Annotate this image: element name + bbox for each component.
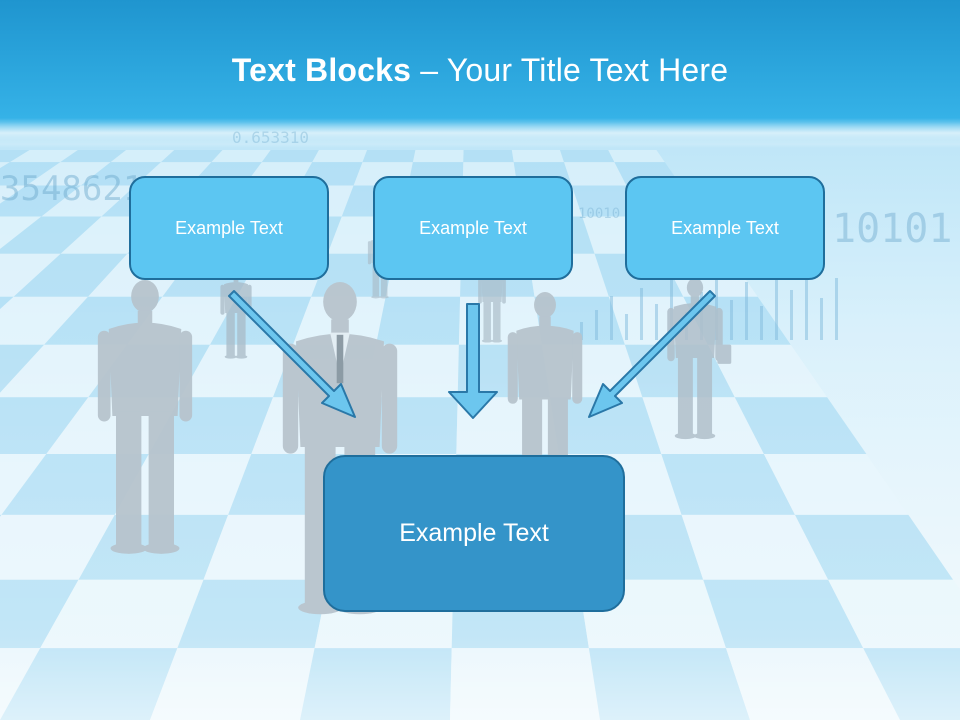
- text-block-2-label: Example Text: [419, 217, 527, 238]
- bg-bar: [775, 274, 778, 340]
- floor-tile: [560, 150, 615, 163]
- bg-bar: [640, 288, 643, 340]
- floor-tile: [110, 150, 175, 163]
- floor-tile: [571, 185, 643, 217]
- floor-tile: [211, 150, 271, 163]
- bg-bar: [805, 260, 808, 340]
- bg-bar: [580, 322, 583, 340]
- floor-tile: [0, 185, 81, 217]
- floor-tile: [0, 216, 42, 249]
- slide-title: Text Blocks – Your Title Text Here: [0, 52, 960, 89]
- floor-tile: [26, 162, 111, 186]
- floor-tile: [261, 150, 319, 163]
- bg-bar: [655, 304, 658, 340]
- floor-tile: [60, 150, 127, 163]
- floor-tile: [362, 150, 416, 163]
- floor-tile: [13, 253, 128, 297]
- floor-tile: [0, 216, 102, 254]
- bg-bar: [730, 300, 733, 340]
- text-block-1[interactable]: Example Text: [129, 176, 329, 280]
- floor-tile: [564, 162, 627, 186]
- bg-binary-text-small: 10010: [578, 206, 620, 222]
- text-block-2[interactable]: Example Text: [373, 176, 573, 280]
- background-decor: 3548621 0.653310 10101 10010: [0, 128, 952, 252]
- bg-bar: [790, 290, 793, 340]
- floor-tile: [511, 150, 564, 163]
- bg-bar: [760, 306, 763, 340]
- bg-bar: [820, 298, 823, 340]
- floor-tile: [0, 150, 30, 163]
- bg-bar: [745, 282, 748, 340]
- floor-tile: [0, 162, 10, 169]
- text-block-3-label: Example Text: [671, 217, 779, 238]
- target-text-block-label: Example Text: [399, 519, 549, 547]
- text-block-3[interactable]: Example Text: [625, 176, 825, 280]
- bg-bar: [625, 314, 628, 340]
- bg-bar: [595, 310, 598, 340]
- floor-tile: [0, 253, 61, 297]
- floor-tile: [463, 150, 514, 163]
- floor-tile: [9, 150, 78, 163]
- title-bold: Text Blocks: [231, 52, 412, 88]
- target-text-block[interactable]: Example Text: [323, 455, 625, 612]
- bg-number-text: 3548621: [0, 169, 143, 209]
- bg-bar: [715, 270, 718, 340]
- floor-tile: [412, 150, 464, 163]
- floor-tile: [161, 150, 223, 163]
- floor-tile: [608, 150, 665, 163]
- bg-bar: [835, 278, 838, 340]
- floor-tile: [312, 150, 368, 163]
- title-rest: Your Title Text Here: [446, 52, 729, 88]
- floor-tile: [41, 185, 136, 217]
- bg-number-text-small: 0.653310: [232, 128, 309, 147]
- bg-binary-text: 10101: [832, 206, 952, 252]
- floor-tile: [0, 162, 61, 186]
- bg-bar: [610, 296, 613, 340]
- text-block-1-label: Example Text: [175, 217, 283, 238]
- title-dash: –: [411, 52, 447, 88]
- person-silhouette: [97, 280, 193, 554]
